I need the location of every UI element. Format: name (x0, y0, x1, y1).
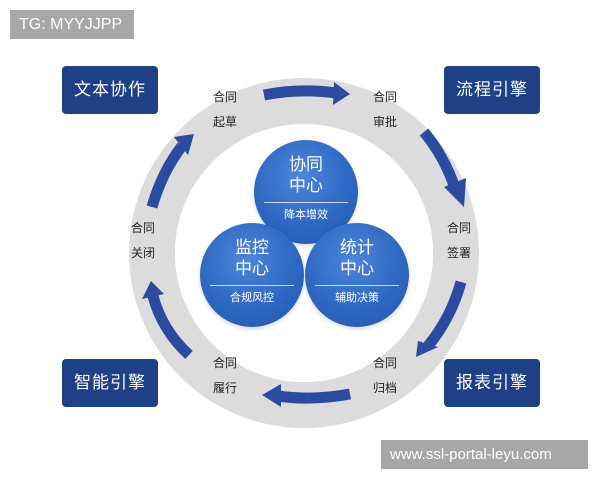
hub-divider (315, 285, 399, 286)
hub-subtitle: 降本增效 (284, 208, 328, 221)
hub-title: 中心 (235, 259, 269, 279)
stage-performance: 合同 履行 (198, 351, 252, 401)
engine-text-collaboration: 文本协作 (62, 66, 158, 114)
stage-label-line2: 起草 (212, 115, 237, 129)
flow-arrow-draft-to-approval (262, 85, 337, 101)
engine-intelligence: 智能引擎 (62, 359, 158, 407)
stage-label-line2: 审批 (372, 115, 397, 129)
arrowhead-icon (174, 134, 194, 155)
watermark-bottom: www.ssl-portal-leyu.com (381, 440, 588, 469)
arrowhead-icon (444, 178, 466, 207)
hub-subtitle: 辅助决策 (335, 291, 379, 304)
flow-arrow-closing-to-draft (146, 142, 187, 209)
stage-archiving: 合同 归档 (358, 351, 412, 401)
hub-title: 中心 (340, 259, 374, 279)
stage-label-line1: 合同 (372, 90, 397, 104)
stage-label-line1: 合同 (130, 221, 155, 235)
stage-label-line1: 合同 (212, 90, 237, 104)
hub-statistics: 统计 中心 辅助决策 (305, 223, 409, 327)
stage-label-line2: 签署 (446, 246, 471, 260)
flow-arrow-approval-to-signing (419, 128, 461, 190)
stage-label-line1: 合同 (372, 356, 397, 370)
hub-title: 监控 (235, 238, 269, 258)
watermark-top: TG: MYYJJPP (10, 10, 134, 39)
hub-divider (264, 202, 348, 203)
flow-arrow-signing-to-archiving (423, 280, 467, 350)
hub-divider (210, 285, 294, 286)
stage-label-line1: 合同 (212, 356, 237, 370)
stage-closing: 合同 关闭 (116, 216, 170, 266)
engine-workflow: 流程引擎 (444, 66, 540, 114)
process-ring (129, 78, 479, 428)
flow-arrow-archiving-to-performance (277, 388, 351, 404)
hub-title: 统计 (340, 238, 374, 258)
arrowhead-icon (142, 281, 164, 299)
stage-approval: 合同 审批 (358, 85, 412, 135)
stage-label-line2: 归档 (372, 381, 397, 395)
hub-title: 中心 (289, 176, 323, 196)
stage-label-line2: 关闭 (130, 246, 155, 260)
stage-label-line1: 合同 (446, 221, 471, 235)
hub-title: 协同 (289, 155, 323, 175)
stage-label-line2: 履行 (212, 381, 237, 395)
engine-report: 报表引擎 (444, 359, 540, 407)
hub-subtitle: 合规风控 (230, 291, 274, 304)
stage-draft: 合同 起草 (198, 85, 252, 135)
arrowhead-icon (416, 341, 438, 357)
arrowhead-icon (262, 384, 281, 407)
flow-arrow-performance-to-closing (147, 294, 193, 360)
arrowhead-icon (333, 82, 350, 105)
hub-monitoring: 监控 中心 合规风控 (200, 223, 304, 327)
stage-signing: 合同 签署 (432, 216, 486, 266)
